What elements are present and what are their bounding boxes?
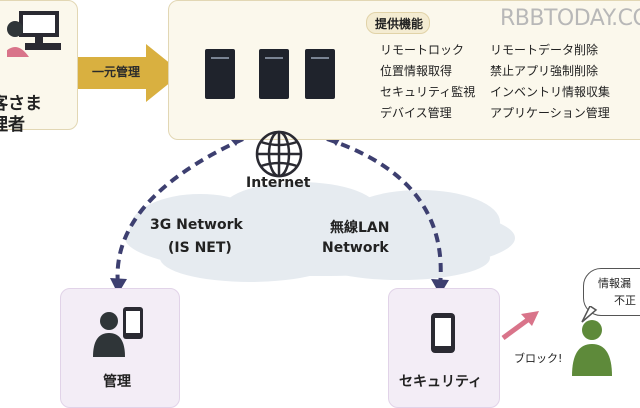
service-item: インベントリ情報収集 bbox=[490, 85, 611, 99]
cloud-right-line2: Network bbox=[322, 240, 389, 256]
service-item: リモートデータ削除 bbox=[490, 43, 599, 57]
service-item: セキュリティ監視 bbox=[380, 85, 476, 99]
block-arrow-head bbox=[521, 311, 539, 326]
user-with-phone-icon bbox=[93, 307, 143, 357]
server-icons bbox=[205, 49, 335, 99]
block-label: ブロック! bbox=[514, 352, 563, 365]
dashed-arrow-right-head-bottom bbox=[431, 279, 449, 295]
security-box: セキュリティ bbox=[388, 288, 500, 408]
arrow-label: 一元管理 bbox=[92, 65, 141, 79]
speech-bubble-tail bbox=[581, 306, 598, 323]
speech-line1: 情報漏 bbox=[598, 277, 631, 290]
admin-computer-icon bbox=[7, 11, 61, 57]
dashed-arrow-left-head-bottom bbox=[110, 278, 127, 294]
management-label: 管理 bbox=[103, 374, 131, 390]
admin-label-line2: 理者 bbox=[0, 115, 25, 135]
services-left-column: リモートロック 位置情報取得 セキュリティ監視 デバイス管理 bbox=[380, 40, 475, 124]
service-item: 位置情報取得 bbox=[380, 64, 453, 78]
intruder-icon bbox=[572, 320, 612, 376]
services-title: 提供機能 bbox=[375, 17, 424, 31]
speech-bubble: 情報漏 不正 bbox=[583, 268, 640, 316]
cloud-right-line1: 無線LAN bbox=[330, 220, 390, 236]
admin-box: 客さま 理者 bbox=[0, 0, 78, 135]
internet-label: Internet bbox=[246, 175, 311, 191]
cloud-left-line1: 3G Network bbox=[150, 217, 243, 233]
management-box: 管理 bbox=[60, 288, 180, 408]
services-right-column: リモートデータ削除 禁止アプリ強制削除 インベントリ情報収集 アプリケーション管… bbox=[490, 40, 610, 124]
dashed-arrow-right bbox=[326, 137, 443, 287]
unified-management-arrow bbox=[78, 44, 182, 102]
services-title-pill: 提供機能 bbox=[366, 12, 430, 34]
speech-line2: 不正 bbox=[614, 294, 636, 307]
admin-label-line1: 客さま bbox=[0, 94, 42, 114]
cloud-left-line2: (IS NET) bbox=[168, 240, 232, 256]
dashed-arrow-left bbox=[115, 137, 244, 286]
security-label: セキュリティ bbox=[399, 374, 483, 390]
service-item: デバイス管理 bbox=[380, 106, 452, 120]
network-cloud bbox=[125, 182, 515, 282]
globe-icon bbox=[255, 130, 303, 178]
service-item: アプリケーション管理 bbox=[490, 106, 610, 120]
service-item: 禁止アプリ強制削除 bbox=[490, 64, 599, 78]
smartphone-icon bbox=[431, 313, 455, 353]
watermark: RBBTODAY.CO bbox=[500, 6, 640, 31]
service-item: リモートロック bbox=[380, 43, 465, 57]
